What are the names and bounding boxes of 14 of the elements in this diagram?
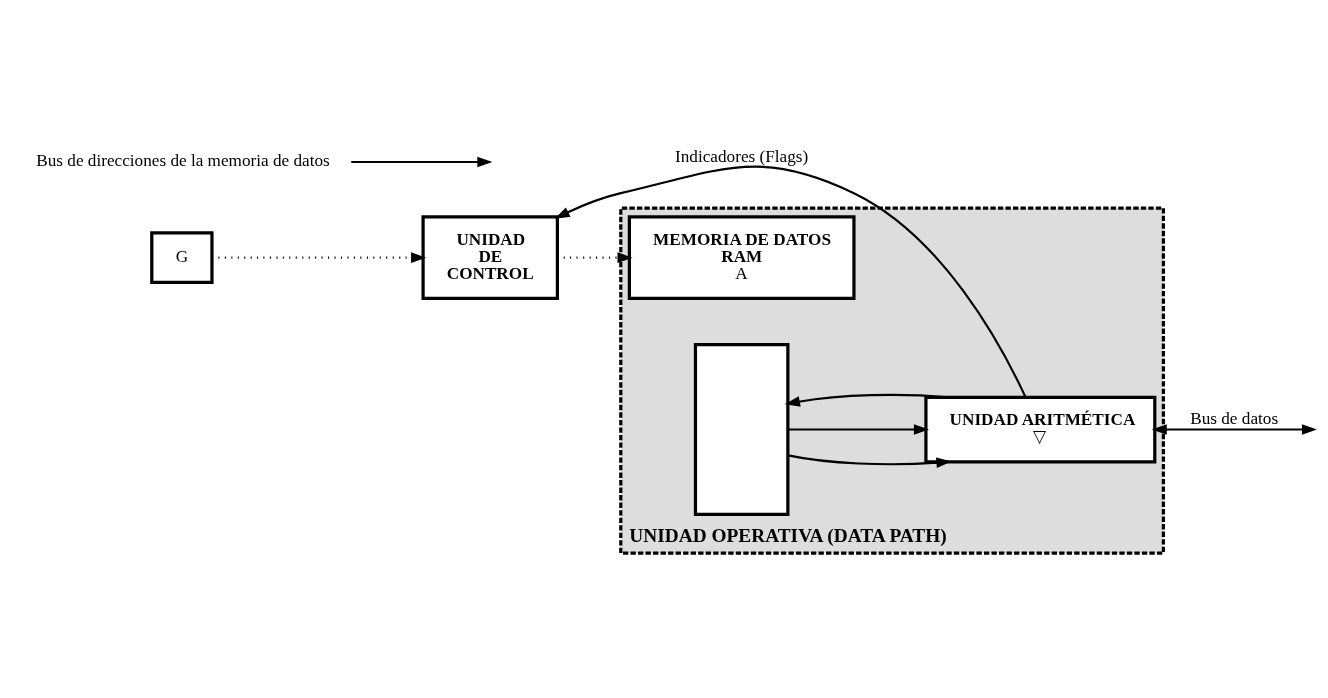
arrow: [788, 423, 929, 435]
arrow: [212, 251, 427, 263]
node-box: [693, 342, 790, 516]
node-text: Bus de direcciones de la memoria de datos: [36, 150, 330, 170]
node-box: UNIDAD ARITMÉTICA ▽: [924, 395, 1157, 463]
node-box: G: [150, 230, 214, 284]
edge-label: Bus de datos: [1190, 408, 1279, 428]
arrow: [1151, 423, 1317, 435]
arrow: [554, 165, 1027, 397]
node-box: MEMORIA DE DATOS RAM A: [627, 214, 856, 300]
edge-label: Indicadores (Flags): [675, 146, 809, 166]
arrow: [351, 156, 493, 167]
arrow: [787, 453, 952, 468]
node-box: UNIDAD DE CONTROL: [421, 214, 559, 300]
